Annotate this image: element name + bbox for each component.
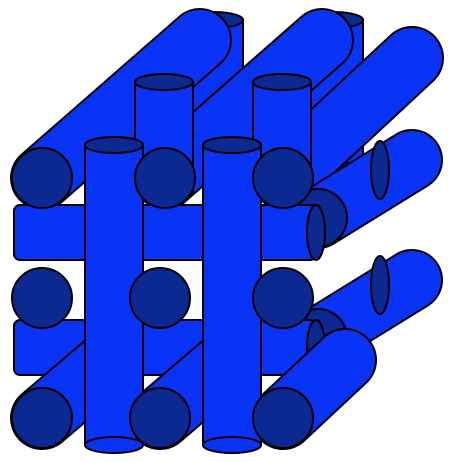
- rod-end-cap-bottom-right: [252, 387, 314, 449]
- right-rod-end-upper: [370, 140, 390, 200]
- right-rod-end-lower: [370, 255, 390, 315]
- rod-end-cap-top-mid: [134, 147, 196, 209]
- horizontal-rod-upper: [13, 204, 326, 261]
- rod-end-cap-mid-right: [252, 267, 314, 329]
- rod-end-cap-bottom-mid: [129, 387, 191, 449]
- front-layer: [11, 136, 314, 454]
- front-vertical-rod-right: [202, 136, 262, 454]
- rod-end-cap-mid-left: [11, 267, 73, 329]
- rod-end-cap-top-left: [11, 147, 73, 209]
- rod-end-cap-mid-mid: [129, 267, 191, 329]
- rod-end-cap-bottom-left: [11, 387, 73, 449]
- rod-end-cap-top-right: [252, 147, 314, 209]
